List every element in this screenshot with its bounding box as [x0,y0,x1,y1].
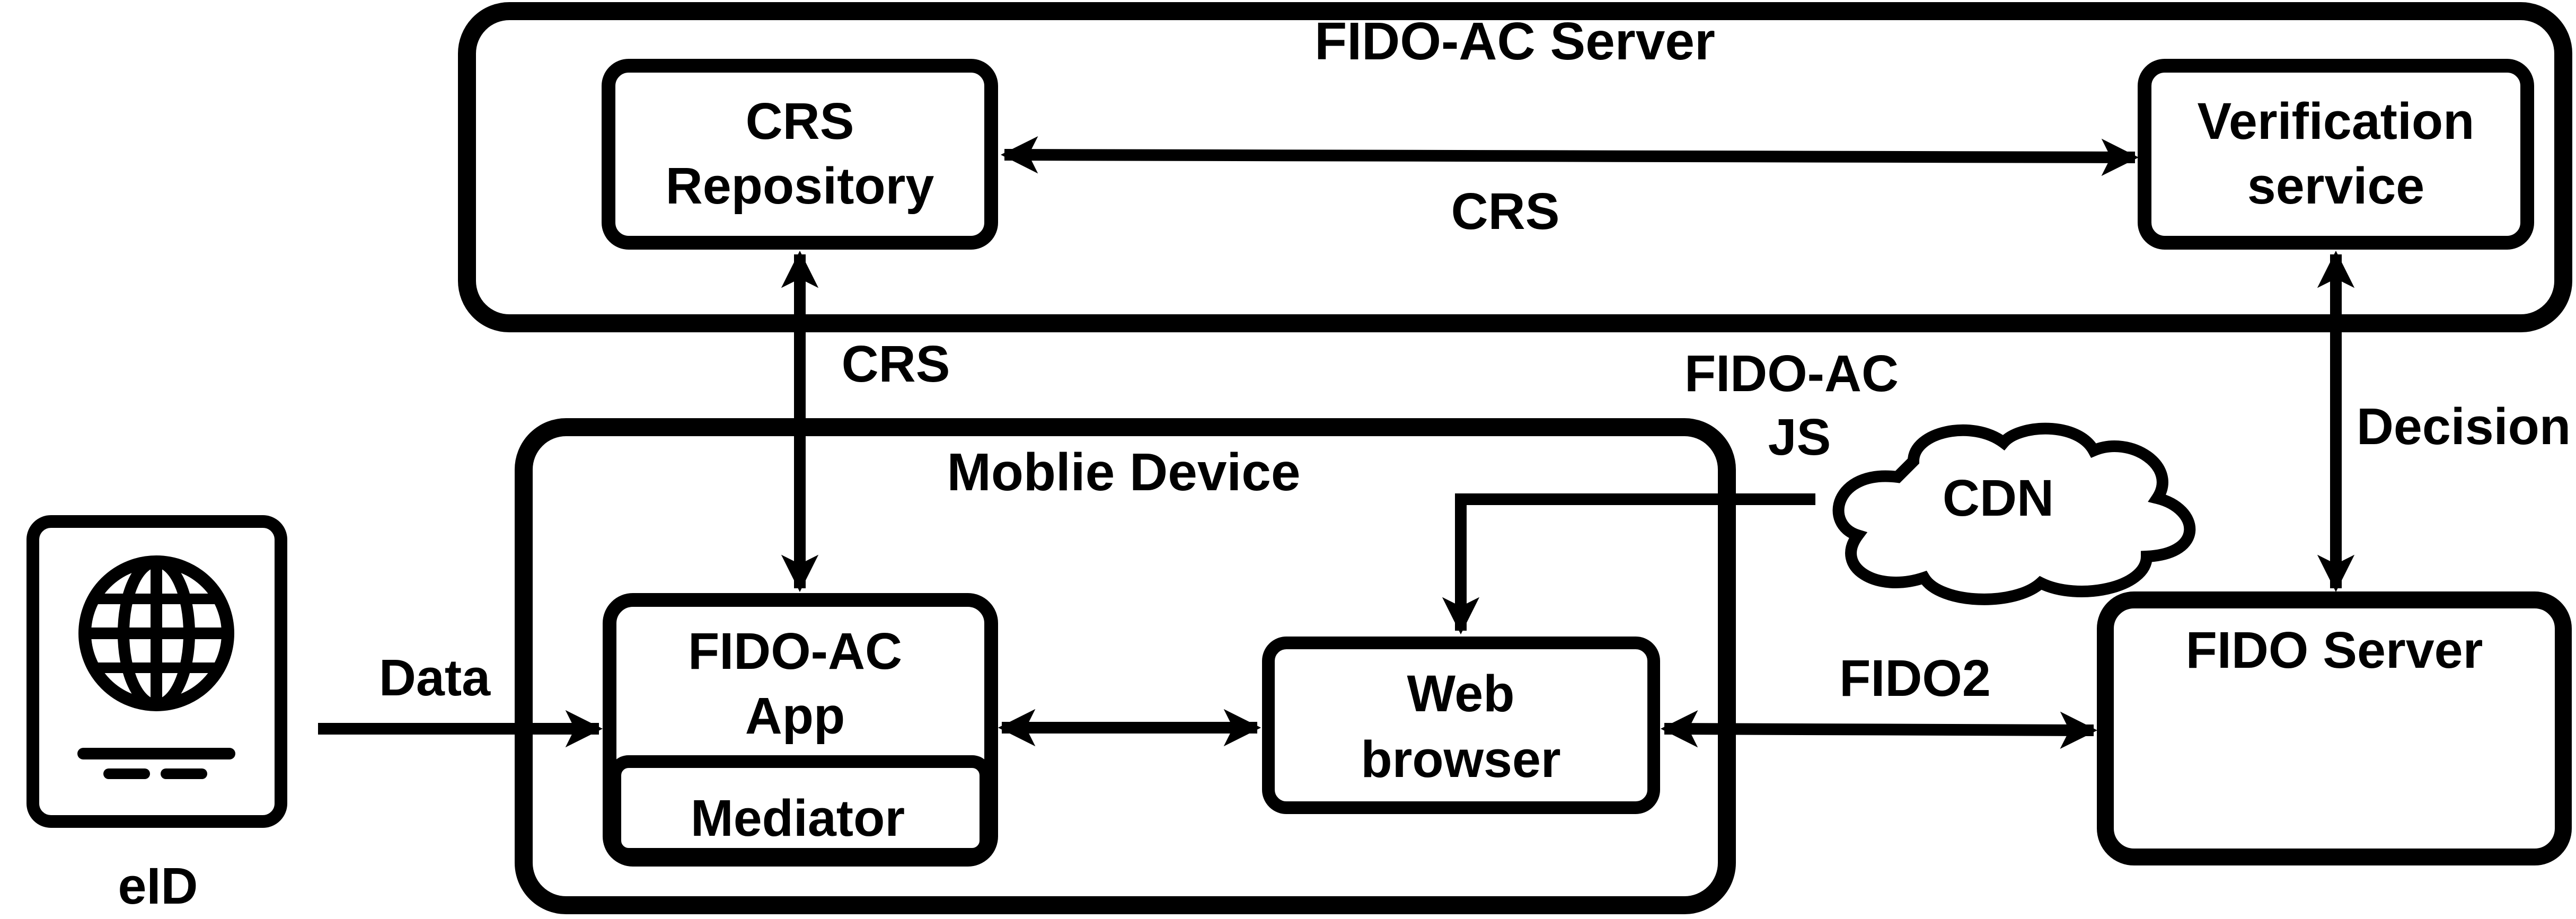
fido-ac-js-label-line1: FIDO-AC [1684,344,1899,402]
crs-vertical-label: CRS [842,335,950,393]
fido-ac-app-label-line1: FIDO-AC [688,622,902,680]
eid-node: eID [27,515,287,915]
verification-service-label-line2: service [2247,157,2424,215]
verification-service-label-line1: Verification [2198,92,2475,150]
verification-service-node: Verification service [2138,59,2534,250]
fido2-label: FIDO2 [1839,649,1991,707]
fido-ac-js-arrow [1442,493,1815,635]
eid-label: eID [118,857,198,915]
crs-repository-label-line2: Repository [666,157,934,215]
mobile-device-title: Moblie Device [947,443,1301,502]
globe-icon [78,555,234,711]
cdn-cloud-node: CDN [1832,422,2196,605]
fido2-arrow [1660,710,2098,749]
fido-server-node: FIDO Server [2097,591,2572,865]
fido-server-label: FIDO Server [2186,621,2483,679]
crs-repository-node: CRS Repository [602,59,998,250]
crs-repository-label-line1: CRS [746,92,854,150]
fido-ac-app-label-line2: App [745,687,845,745]
crs-horizontal-arrow [1000,136,2139,176]
web-browser-label-line1: Web [1407,665,1515,722]
data-label: Data [379,649,491,706]
web-browser-node: Web browser [1262,637,1660,814]
mediator-node [608,755,992,861]
fido-ac-app-node: FIDO-AC App Mediator [603,593,998,867]
decision-label: Decision [2357,397,2571,455]
mediator-label: Mediator [691,789,905,847]
fido-ac-js-label-line2: JS [1768,408,1831,466]
fido-ac-server-title: FIDO-AC Server [1315,12,1715,71]
cdn-label: CDN [1943,469,2054,527]
crs-horizontal-label: CRS [1451,182,1560,240]
edges: CRS CRS Decision FIDO-AC JS Data FIDO2 [318,136,2571,749]
web-browser-label-line2: browser [1361,730,1560,788]
